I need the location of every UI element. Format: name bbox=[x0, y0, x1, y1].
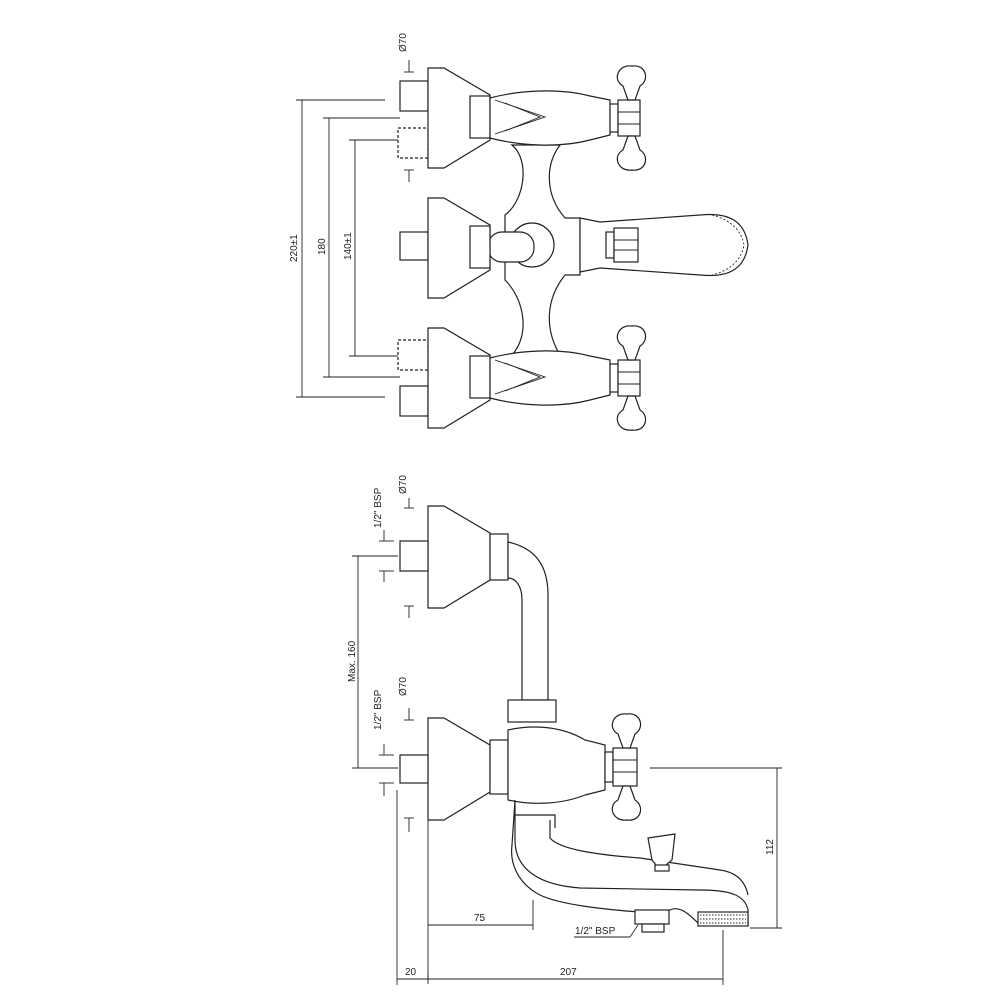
side-handle-knob-icon bbox=[611, 713, 642, 749]
valve-middle bbox=[469, 213, 749, 277]
spout bbox=[511, 799, 749, 926]
inlet-stub-lower bbox=[399, 385, 429, 417]
side-dim-projection-label: 207 bbox=[560, 967, 577, 978]
side-dim-height-label: 112 bbox=[765, 839, 776, 855]
side-dim-flange-upper-label: Ø70 bbox=[398, 475, 409, 494]
side-thread-lower-label: 1/2" BSP bbox=[373, 689, 384, 730]
side-stub-lower bbox=[399, 754, 429, 784]
side-dim-wall-label: 20 bbox=[405, 967, 417, 978]
side-stub-upper bbox=[399, 540, 429, 572]
riser-union bbox=[507, 699, 557, 723]
outlet-thread bbox=[634, 909, 670, 925]
top-view: 220±1 180 140±1 Ø70 bbox=[289, 33, 749, 431]
dim-centers-label: 180 bbox=[317, 238, 328, 255]
side-collar-upper bbox=[489, 533, 509, 581]
side-collar-lower bbox=[489, 739, 509, 795]
side-valve-body bbox=[507, 726, 606, 804]
top-dimension-lines bbox=[296, 60, 414, 398]
inlet-stub-upper-hidden bbox=[397, 127, 429, 159]
handle-knob-icon bbox=[616, 65, 647, 101]
side-flange-lower bbox=[427, 717, 491, 821]
flange-lower bbox=[427, 327, 491, 429]
side-flange-upper bbox=[427, 505, 491, 609]
dim-overall-label: 220±1 bbox=[289, 234, 300, 262]
diverter-pipe bbox=[487, 231, 535, 263]
side-dimension-lines bbox=[352, 498, 782, 985]
valve-upper bbox=[469, 65, 647, 171]
side-dim-max-spacing-label: Max. 160 bbox=[347, 640, 358, 682]
dim-flange-label-top: Ø70 bbox=[398, 33, 409, 52]
side-thread-outlet-label: 1/2" BSP bbox=[575, 926, 616, 937]
flange-middle bbox=[427, 197, 491, 299]
aerator bbox=[697, 911, 749, 927]
inlet-stub-lower-hidden bbox=[397, 339, 429, 371]
side-dim-spout-offset-label: 75 bbox=[474, 913, 486, 924]
side-thread-upper-label: 1/2" BSP bbox=[373, 487, 384, 528]
flange-upper bbox=[427, 67, 491, 169]
inlet-stub-upper bbox=[399, 80, 429, 112]
valve-lower bbox=[469, 325, 647, 431]
riser-pipe bbox=[507, 541, 549, 701]
dim-inner-label: 140±1 bbox=[343, 232, 354, 260]
side-view: Ø70 1/2" BSP Max. 160 Ø70 1/2" BSP 112 7… bbox=[347, 475, 782, 985]
inlet-stub-middle bbox=[399, 231, 429, 261]
side-dim-flange-lower-label: Ø70 bbox=[398, 677, 409, 696]
